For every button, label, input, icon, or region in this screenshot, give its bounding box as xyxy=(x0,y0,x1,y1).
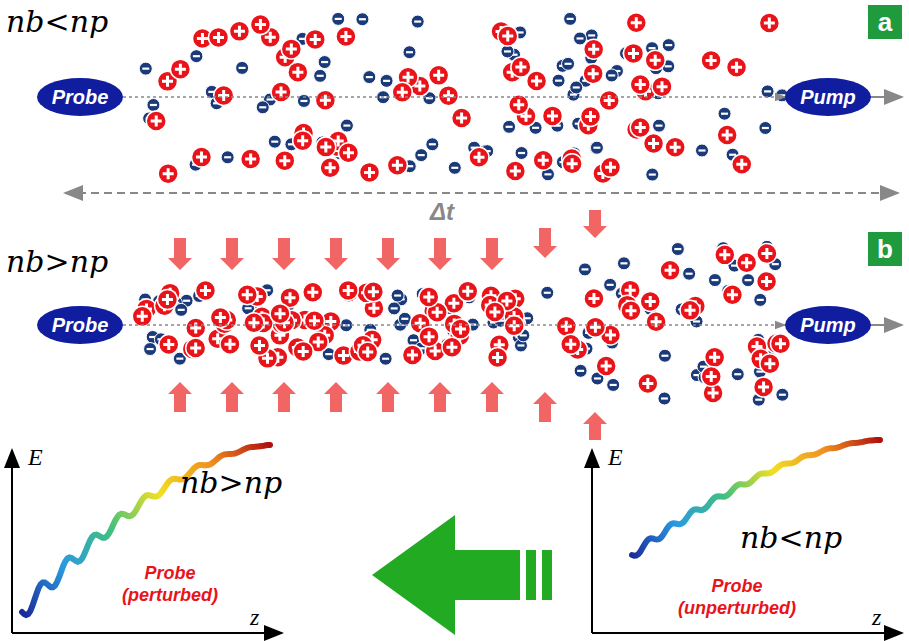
probe-ellipse: Probe xyxy=(37,78,123,116)
density-label: nb>np xyxy=(180,465,282,500)
compression-arrow xyxy=(376,238,400,270)
compression-arrow xyxy=(272,238,296,270)
beam-axis xyxy=(123,324,785,326)
axis-label: z xyxy=(872,604,881,631)
density-label: nb<np xyxy=(740,520,842,555)
node-text: Pump xyxy=(800,86,856,109)
axis-line xyxy=(870,324,902,326)
panel-tag: b xyxy=(868,232,902,266)
probe-ellipse: Probe xyxy=(37,306,123,344)
curve-label: Probe (perturbed) xyxy=(105,562,235,606)
compression-arrow xyxy=(324,382,348,412)
axis-label: z xyxy=(250,604,259,631)
delay-label: Δt xyxy=(430,198,454,226)
time-delay-arrow xyxy=(65,192,898,194)
beam-axis xyxy=(123,96,785,98)
axis-label: E xyxy=(608,444,623,471)
node-text: Probe xyxy=(52,86,109,109)
axis xyxy=(591,450,593,633)
compression-arrow xyxy=(428,238,452,270)
pump-ellipse: Pump xyxy=(785,78,871,116)
compression-arrow xyxy=(583,210,607,238)
axis xyxy=(592,632,902,634)
compression-arrow xyxy=(168,238,192,270)
compression-arrow xyxy=(583,412,607,440)
compression-arrow xyxy=(220,238,244,270)
density-label: nb>np xyxy=(6,244,108,279)
panel-tag: a xyxy=(868,5,902,39)
transition-arrow xyxy=(372,515,552,635)
compression-arrow xyxy=(480,238,504,270)
axis xyxy=(12,632,282,634)
phase-space-curve xyxy=(632,440,880,556)
compression-arrow xyxy=(324,238,348,270)
curve-label: Probe (unperturbed) xyxy=(672,575,802,619)
node-text: Pump xyxy=(800,314,856,337)
compression-arrow xyxy=(272,382,296,412)
node-text: a xyxy=(878,7,892,38)
compression-arrow xyxy=(533,228,557,258)
compression-arrow xyxy=(428,382,452,412)
axis-label: E xyxy=(28,444,43,471)
axis xyxy=(11,450,13,633)
compression-arrow xyxy=(480,382,504,412)
pump-ellipse: Pump xyxy=(785,306,871,344)
compression-arrow xyxy=(168,382,192,412)
node-text: b xyxy=(877,234,893,265)
compression-arrow xyxy=(220,382,244,412)
compression-arrow xyxy=(376,382,400,412)
axis-line xyxy=(870,96,902,98)
compression-arrow xyxy=(533,392,557,422)
node-text: Probe xyxy=(52,314,109,337)
density-label: nb<np xyxy=(6,4,108,39)
